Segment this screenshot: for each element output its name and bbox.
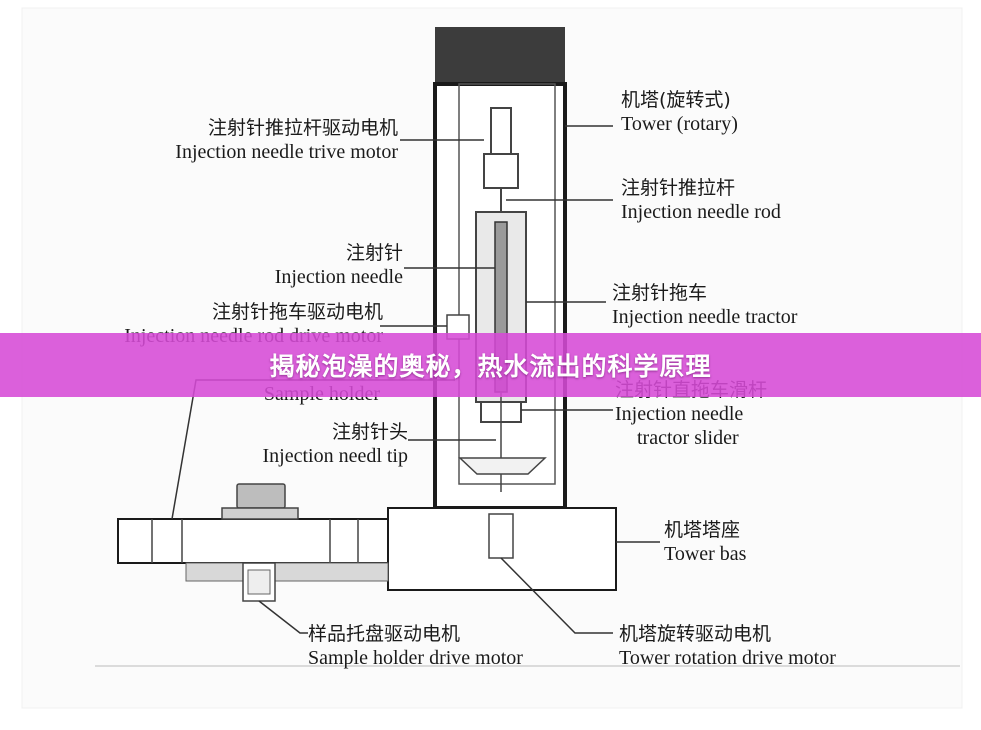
base-motor — [488, 513, 514, 559]
label-tower-rotation-motor-en: Tower rotation drive motor — [619, 647, 836, 669]
label-needle-drive-motor: 注射针推拉杆驱动电机 Injection needle trive motor — [175, 116, 398, 164]
leader-sample-drive-motor — [258, 600, 308, 634]
label-tower-zh: 机塔(旋转式) — [621, 89, 731, 111]
drive-motor-top — [490, 107, 512, 155]
label-tower: 机塔(旋转式) Tower (rotary) — [621, 88, 738, 136]
label-needle-zh: 注射针 — [345, 242, 403, 264]
tower-cap — [435, 27, 565, 84]
label-needle-rod-zh: 注射针推拉杆 — [621, 177, 736, 199]
label-tower-base-en: Tower bas — [664, 543, 747, 565]
label-needle-tractor-en: Injection needle tractor — [612, 306, 798, 328]
label-tower-rotation-motor: 机塔旋转驱动电机 Tower rotation drive motor — [619, 622, 836, 670]
label-needle-tip-zh: 注射针头 — [331, 421, 408, 443]
label-rod-drive-motor-zh: 注射针拖车驱动电机 — [211, 301, 383, 323]
drive-motor-body — [483, 153, 519, 189]
sample-drive-motor-inner — [247, 569, 271, 595]
banner-title: 揭秘泡澡的奥秘，热水流出的科学原理 — [269, 352, 712, 381]
label-needle-rod-en: Injection needle rod — [621, 201, 781, 223]
sample-cap-top — [236, 483, 286, 509]
label-sample-drive-motor-en: Sample holder drive motor — [308, 647, 523, 669]
leader-tower-rotation-motor — [500, 557, 613, 634]
label-needle-tractor: 注射针拖车 Injection needle tractor — [612, 281, 797, 329]
label-needle-tip-en: Injection needl tip — [262, 445, 408, 467]
label-needle-tip: 注射针头 Injection needl tip — [262, 420, 408, 468]
title-banner: 揭秘泡澡的奥秘，热水流出的科学原理 — [0, 333, 981, 397]
label-needle-tractor-zh: 注射针拖车 — [612, 282, 708, 304]
label-sample-drive-motor-zh: 样品托盘驱动电机 — [308, 623, 461, 645]
sample-cup — [458, 457, 547, 475]
label-tower-rotation-motor-zh: 机塔旋转驱动电机 — [619, 623, 772, 645]
plate-underside — [185, 562, 389, 582]
label-needle: 注射针 Injection needle — [275, 241, 403, 289]
label-sample-drive-motor: 样品托盘驱动电机 Sample holder drive motor — [308, 622, 523, 670]
label-needle-en: Injection needle — [274, 266, 403, 288]
label-tower-base: 机塔塔座 Tower bas — [664, 518, 746, 566]
label-needle-drive-motor-zh: 注射针推拉杆驱动电机 — [207, 117, 398, 139]
sample-cap-base — [221, 507, 299, 520]
label-tower-en: Tower (rotary) — [621, 113, 738, 135]
sample-holder-plate — [117, 518, 389, 564]
tower-inner-frame — [458, 83, 556, 485]
label-tractor-slider-en2: tractor slider — [637, 427, 739, 449]
label-tower-base-zh: 机塔塔座 — [664, 519, 741, 541]
label-needle-rod: 注射针推拉杆 Injection needle rod — [621, 176, 781, 224]
label-tractor-slider-en1: Injection needle — [615, 403, 744, 425]
label-needle-drive-motor-en: Injection needle trive motor — [175, 141, 398, 163]
